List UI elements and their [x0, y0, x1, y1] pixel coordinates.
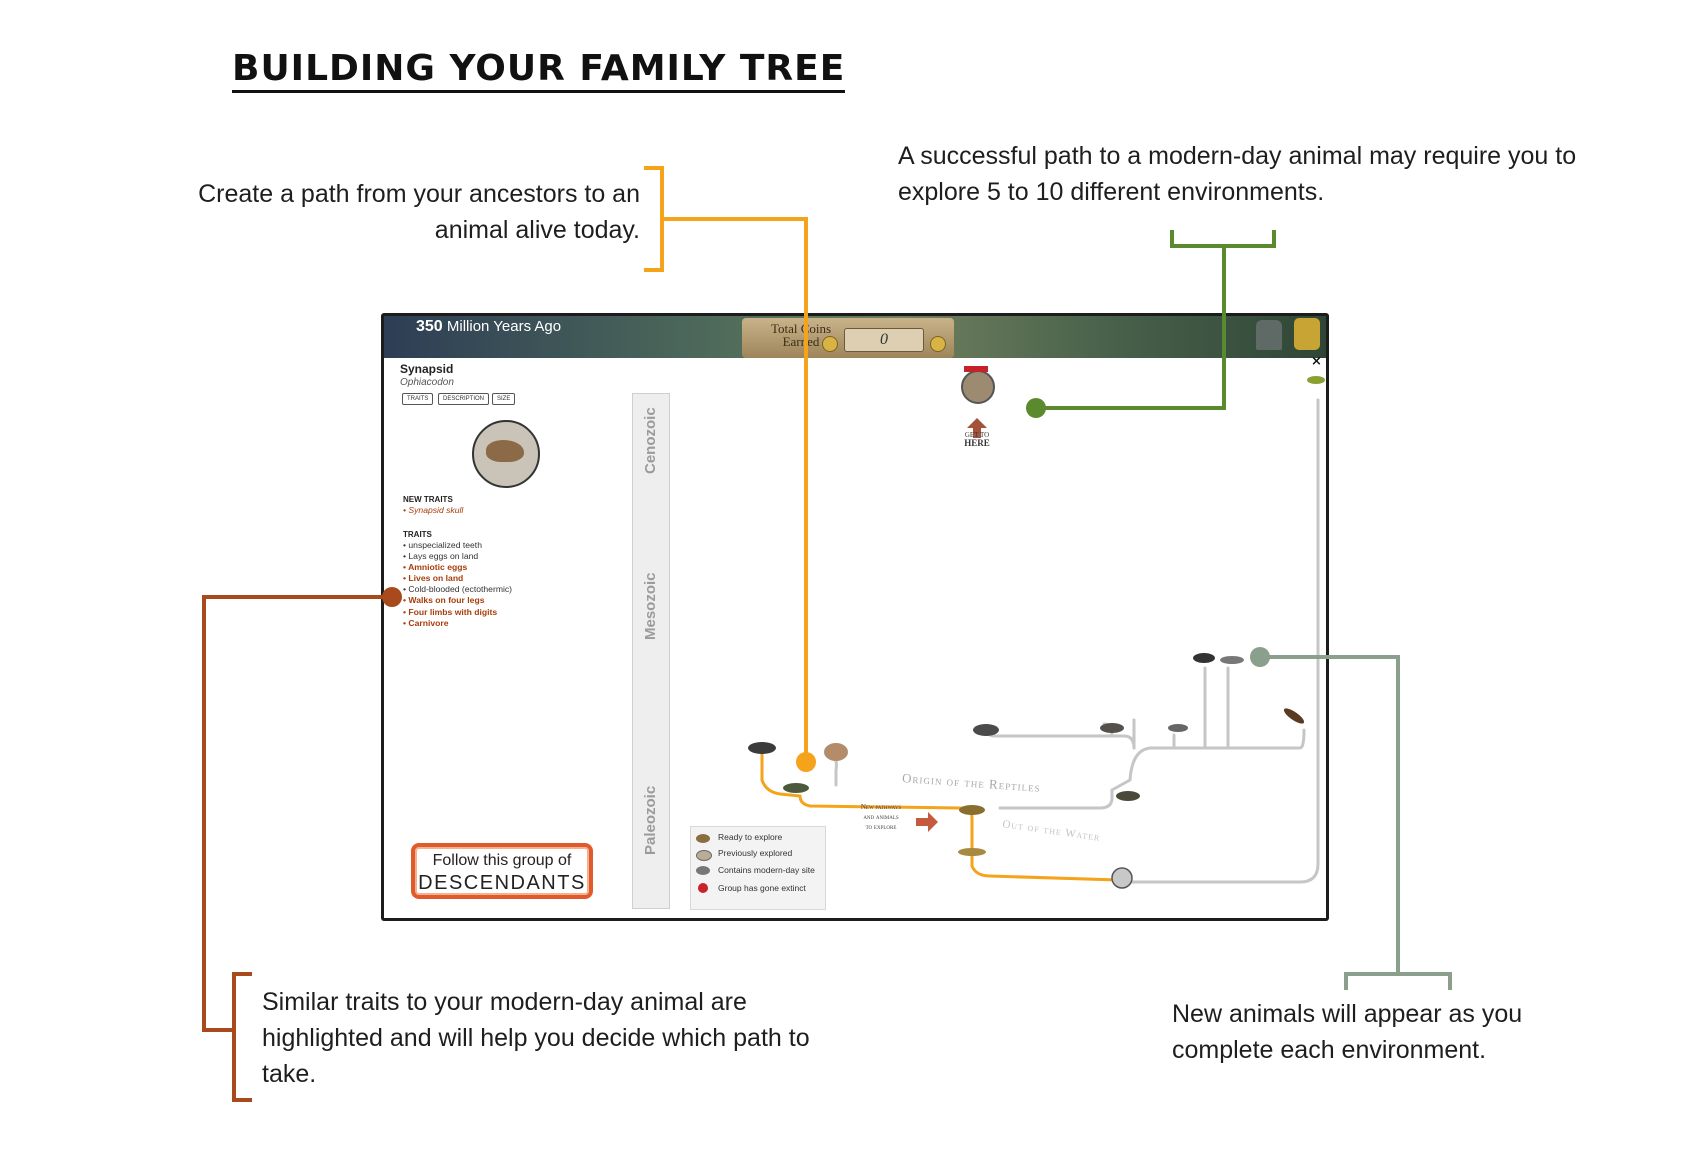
- tree-branch: [1110, 728, 1306, 792]
- callout-ancestors: Create a path from your ancestors to an …: [198, 180, 640, 244]
- animal-node-icon: [748, 742, 776, 754]
- callout-bracket-orange: [644, 166, 664, 272]
- animal-node-icon: [1168, 724, 1188, 732]
- callout-connector-orange: [660, 217, 808, 762]
- callout-traits: Similar traits to your modern-day animal…: [262, 988, 810, 1088]
- tree-animals: [748, 376, 1325, 889]
- tab-traits[interactable]: TRAITS: [402, 393, 434, 405]
- profile-icon[interactable]: [1256, 320, 1282, 350]
- arrow-up-icon: [967, 418, 987, 438]
- follow-button-line1: Follow this group of: [432, 852, 572, 869]
- legend-item: Contains modern-day site: [718, 865, 815, 875]
- callout-environments: A successful path to a modern-day animal…: [898, 142, 1577, 206]
- traits-list: • unspecialized teeth • Lays eggs on lan…: [403, 540, 512, 629]
- trait-item-highlighted: • Four limbs with digits: [403, 606, 498, 617]
- new-pathways-label: New pathways and animals to explore: [852, 802, 910, 832]
- trait-item-highlighted: • Amniotic eggs: [403, 562, 468, 573]
- explored-disc-icon: [1111, 867, 1133, 889]
- animal-node-icon: [959, 805, 985, 815]
- modern-site-icon: [696, 866, 710, 875]
- app-content-area: [384, 358, 1326, 918]
- target-tag: [964, 366, 988, 372]
- callout-connector-sage: [1258, 655, 1400, 976]
- new-pathways-line: and animals: [863, 813, 899, 821]
- tab-size[interactable]: SIZE: [492, 393, 516, 405]
- animal-node-icon: [973, 724, 999, 736]
- callout-dot-orange: [796, 752, 816, 772]
- species-name: Synapsid: [400, 362, 454, 376]
- new-traits-heading: NEW TRAITS: [403, 495, 453, 504]
- callout-new-animals: New animals will appear as you complete …: [1172, 1000, 1523, 1064]
- legend-item: Previously explored: [718, 848, 793, 858]
- coins-label: Total Coins Earned: [770, 321, 832, 349]
- page-heading: Building Your Family Tree: [232, 50, 846, 93]
- million-years-ago-readout: 350 Million Years Ago: [416, 318, 561, 336]
- coin-icon: [930, 336, 946, 352]
- follow-button-line2: DESCENDANTS: [418, 872, 586, 894]
- mya-label: Million Years Ago: [446, 318, 562, 335]
- callout-bracket-green: [1170, 230, 1276, 248]
- mya-value: 350: [416, 318, 443, 335]
- arrow-right-icon: [916, 812, 938, 832]
- animal-node-icon: [783, 783, 809, 793]
- get-to-text: GET TO: [964, 431, 990, 439]
- callout-bracket-sage: [1344, 972, 1452, 990]
- extinct-x-icon: [698, 883, 708, 893]
- animal-node-icon: [958, 848, 986, 856]
- trait-item-highlighted: • Walks on four legs: [403, 595, 485, 606]
- animal-node-icon: [1116, 791, 1140, 801]
- trait-item: • unspecialized teeth: [403, 540, 482, 550]
- era-timeline: [632, 393, 670, 909]
- coin-icon: [822, 336, 838, 352]
- trait-item: • Cold-blooded (ectothermic): [403, 584, 513, 595]
- coins-value: 0: [844, 328, 924, 352]
- target-animal-icon[interactable]: [961, 370, 995, 404]
- legend-item: Ready to explore: [718, 832, 783, 842]
- callout-dot-green: [1026, 398, 1046, 418]
- callout-bracket-rust: [232, 972, 252, 1102]
- tree-branch: [998, 788, 1114, 810]
- animal-node-icon: [1193, 653, 1215, 663]
- close-button[interactable]: ×: [1311, 354, 1322, 369]
- explored-disc-icon: [696, 850, 712, 861]
- traits-heading: TRAITS: [403, 530, 432, 539]
- new-trait-item: • Synapsid skull: [403, 505, 464, 515]
- synapsid-icon: [486, 440, 524, 462]
- animal-silhouette-icon: [696, 834, 710, 843]
- callout-connector-green: [1034, 244, 1226, 410]
- animal-node-icon: [1220, 656, 1244, 664]
- here-text: HERE: [964, 438, 990, 448]
- new-pathways-line: to explore: [865, 823, 897, 831]
- tab-description[interactable]: DESCRIPTION: [438, 393, 490, 405]
- get-to-here-label: GET TO HERE: [958, 431, 996, 448]
- new-pathways-line: New pathways: [860, 803, 902, 811]
- trait-item-highlighted: • Carnivore: [403, 617, 449, 628]
- animal-node-icon: [1283, 708, 1305, 724]
- callout-dot-sage: [1250, 647, 1270, 667]
- map-legend: [690, 826, 826, 910]
- trait-item-highlighted: • Lives on land: [403, 573, 464, 584]
- tree-branch: [1120, 398, 1320, 884]
- selected-path: [760, 750, 1120, 882]
- animal-node-icon: [824, 743, 848, 761]
- animal-node-icon: [1100, 723, 1124, 733]
- animal-node-icon: [1307, 376, 1325, 384]
- species-genus: Ophiacodon: [400, 377, 454, 388]
- follow-descendants-button[interactable]: [411, 843, 593, 899]
- callout-dot-rust: [382, 587, 402, 607]
- callout-connector-rust: [202, 595, 394, 1032]
- legend-item: Group has gone extinct: [718, 883, 806, 893]
- trait-item: • Lays eggs on land: [403, 551, 479, 562]
- backpack-icon[interactable]: [1294, 318, 1320, 350]
